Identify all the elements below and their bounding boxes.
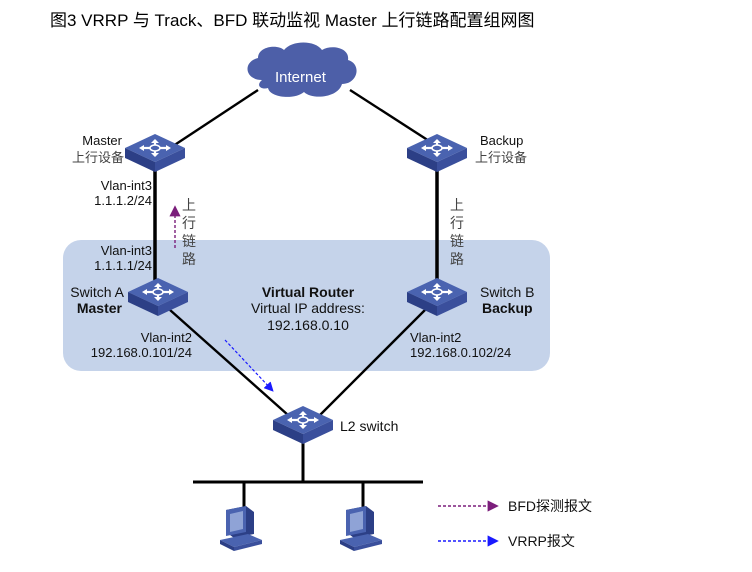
link-switch-b-l2 [319,309,426,416]
link-internet-master-upstream [169,88,259,150]
char: 行 [182,215,196,231]
backup-upstream-switch-icon [405,132,469,174]
master-upstream-name: Master [82,133,122,148]
link-switch-a-l2 [169,309,289,416]
backup-upstream-name: Backup [480,133,524,148]
virtual-router-ip: 192.168.0.10 [267,317,349,333]
backup-upstream-desc: 上行设备 [475,150,528,165]
virtual-router-title: Virtual Router [261,284,355,300]
char: 上 [450,197,464,213]
vrrp-packet-arrow [224,339,274,392]
master-upstream-vlan: Vlan-int3 [100,178,152,193]
virtual-router-area [63,240,550,371]
char: 链 [182,233,196,249]
char: 路 [450,251,464,267]
link-internet-backup-upstream [349,88,441,150]
char: 行 [450,215,464,231]
char: 上 [182,197,196,213]
host-pc-icon [340,506,382,551]
figure-title: 图3 VRRP 与 Track、BFD 联动监视 Master 上行链路配置组网… [50,11,535,30]
char: 链 [450,233,464,249]
switch-a-name: Switch A [70,284,124,300]
internet-label: Internet [275,69,326,86]
switch-a-up-vlan: Vlan-int3 [100,243,152,258]
legend-vrrp-label: VRRP报文 [508,533,575,549]
uplink-label-left: 上 行 链 路 [182,196,198,268]
switch-b-down-vlan: Vlan-int2 [410,330,462,345]
internet-cloud [247,42,357,97]
legend-bfd-label: BFD探测报文 [508,498,592,514]
switch-b-name: Switch B [480,284,535,300]
l2-switch-label: L2 switch [340,418,399,434]
switch-a-down-ip: 192.168.0.101/24 [90,345,192,360]
master-upstream-switch-icon [123,132,187,174]
switch-b-down-ip: 192.168.0.102/24 [410,345,512,360]
host-pc-icon [220,506,262,551]
uplink-label-right: 上 行 链 路 [450,196,466,268]
switch-b-role: Backup [482,300,533,316]
master-upstream-desc: 上行设备 [71,150,124,165]
virtual-router-ip-label: Virtual IP address: [251,300,365,316]
master-upstream-ip: 1.1.1.2/24 [94,193,152,208]
switch-a-up-ip: 1.1.1.1/24 [94,258,152,273]
switch-a-role: Master [76,300,122,316]
switch-a-down-vlan: Vlan-int2 [140,330,192,345]
links [153,88,441,510]
char: 路 [182,251,196,267]
